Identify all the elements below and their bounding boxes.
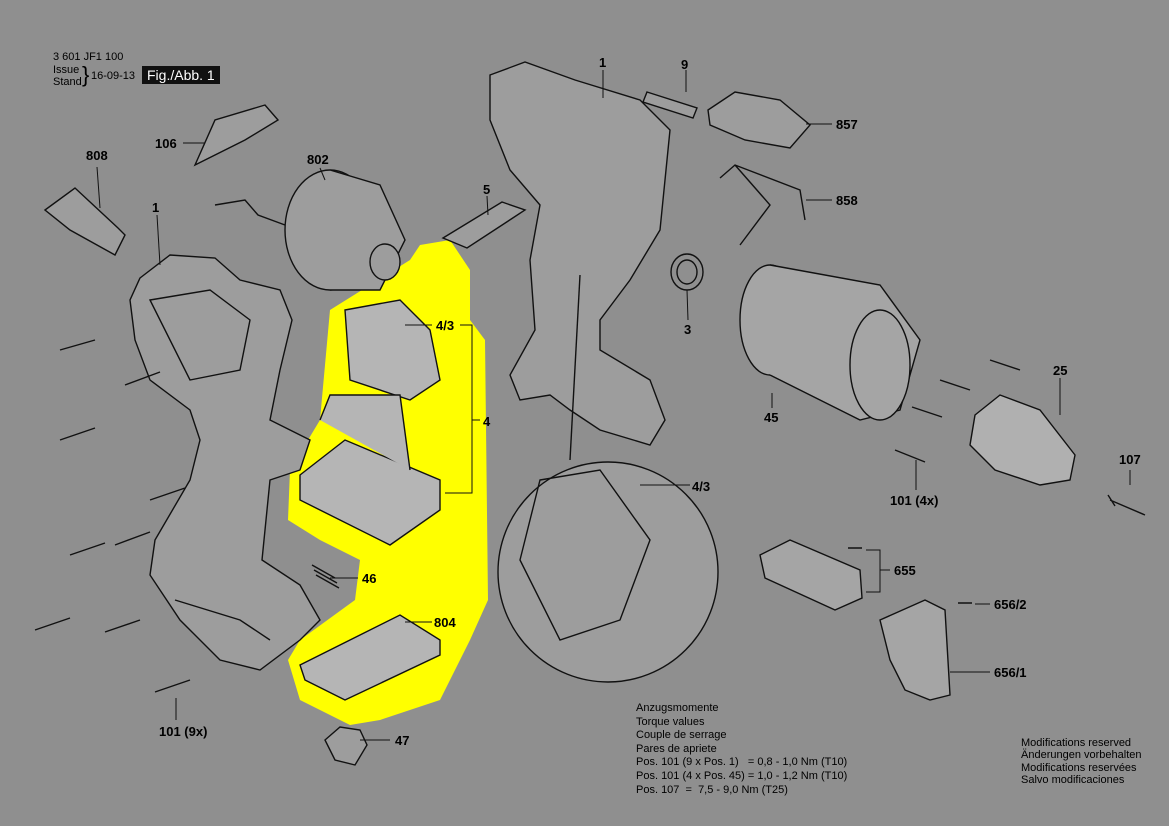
date: 16-09-13 [91, 70, 136, 82]
callout-808: 808 [86, 148, 108, 163]
screws-left [34, 339, 191, 693]
callout-656-1: 656/1 [994, 665, 1027, 680]
callout-3: 3 [684, 322, 692, 337]
part-655 [759, 539, 863, 611]
callout-802: 802 [307, 152, 329, 167]
mods-fr: Modifications reservées [1021, 761, 1137, 774]
torque-value-101-9x: Pos. 101 (9 x Pos. 1) = 0,8 - 1,0 Nm (T1… [636, 756, 848, 769]
part-804 [299, 614, 441, 701]
torque-value-107: Pos. 107 = 7,5 - 9,0 Nm (T25) [636, 783, 788, 796]
callout-107: 107 [1119, 452, 1141, 467]
mods-en: Modifications reserved [1021, 737, 1132, 749]
part-25 [969, 394, 1076, 486]
mods-de: Änderungen vorbehalten [1021, 749, 1142, 762]
modifications-note: Modifications reserved Änderungen vorbeh… [1021, 737, 1141, 786]
torque-heading-en: Torque values [636, 715, 705, 728]
part-106 [193, 104, 280, 167]
part-858 [719, 164, 806, 246]
part-5 [441, 201, 527, 249]
callout-106: 106 [155, 136, 177, 151]
callout-1-top: 1 [599, 55, 607, 70]
callout-5: 5 [483, 182, 491, 197]
part-808 [43, 187, 126, 256]
part-656-1 [879, 599, 951, 701]
part-number: 3 601 JF1 100 [53, 51, 124, 63]
part-46 [311, 564, 340, 589]
callout-9: 9 [681, 57, 689, 72]
torque-heading-de: Anzugsmomente [636, 702, 719, 714]
callout-1-left: 1 [152, 200, 160, 215]
callout-858: 858 [836, 193, 858, 208]
callout-4-3-detail: 4/3 [692, 479, 711, 494]
torque-heading-fr: Couple de serrage [636, 729, 727, 742]
callout-857: 857 [836, 117, 858, 132]
callout-804: 804 [434, 615, 456, 630]
screws-right [894, 359, 1021, 463]
callout-4: 4 [483, 414, 491, 429]
part-9 [642, 91, 698, 119]
part-107 [1107, 494, 1146, 516]
callout-101-4x: 101 (4x) [890, 493, 939, 508]
callout-4-3-top: 4/3 [436, 318, 455, 333]
part-802 [214, 169, 406, 291]
right-housing-part [489, 61, 671, 446]
left-housing-part [129, 254, 321, 671]
part-45 [739, 264, 921, 421]
part-47 [324, 726, 368, 766]
brace: } [82, 62, 90, 87]
detail-circle [497, 461, 719, 683]
callout-101-9x: 101 (9x) [159, 724, 208, 739]
mods-es: Salvo modificaciones [1021, 773, 1125, 786]
torque-value-101-4x: Pos. 101 (4 x Pos. 45) = 1,0 - 1,2 Nm (T… [636, 769, 848, 782]
callout-47: 47 [395, 733, 410, 748]
callout-656-2: 656/2 [994, 597, 1027, 612]
torque-heading-es: Pares de apriete [636, 742, 717, 755]
stand-label: Stand [53, 76, 82, 88]
callout-45: 45 [764, 410, 779, 425]
figure-label: Fig./Abb. 1 [142, 66, 220, 84]
issue-label: Issue [53, 64, 80, 76]
torque-notes: Anzugsmomente Torque values Couple de se… [636, 702, 847, 797]
part-857 [707, 91, 811, 149]
callout-46: 46 [362, 571, 377, 586]
callout-655: 655 [894, 563, 916, 578]
callout-25: 25 [1053, 363, 1068, 378]
